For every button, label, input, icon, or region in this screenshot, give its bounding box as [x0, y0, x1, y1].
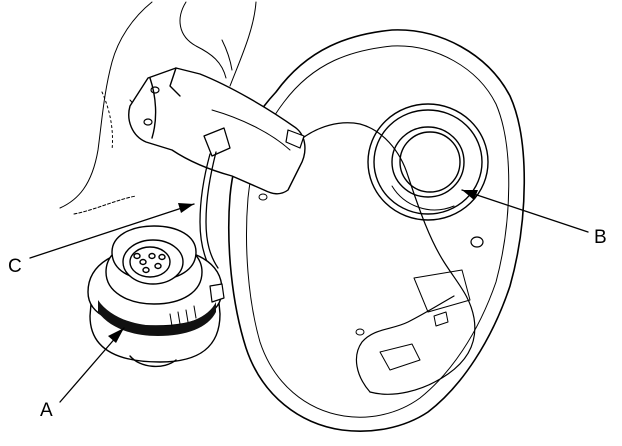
callout-label-b: B [594, 227, 607, 248]
filler-neck-opening [367, 103, 489, 221]
arrowhead-c [178, 203, 194, 213]
body-panel [59, 1, 257, 215]
arrowhead-b [462, 190, 478, 200]
fuel-cap [87, 225, 225, 367]
arrowhead-a [108, 328, 124, 343]
leader-arrowheads [108, 190, 478, 343]
callout-label-c: C [8, 256, 22, 277]
leader-line-b [461, 189, 589, 233]
leader-line-c [29, 203, 195, 259]
fuel-lid-housing [228, 29, 526, 432]
tether-strap [199, 127, 231, 273]
callout-label-a: A [40, 400, 53, 421]
